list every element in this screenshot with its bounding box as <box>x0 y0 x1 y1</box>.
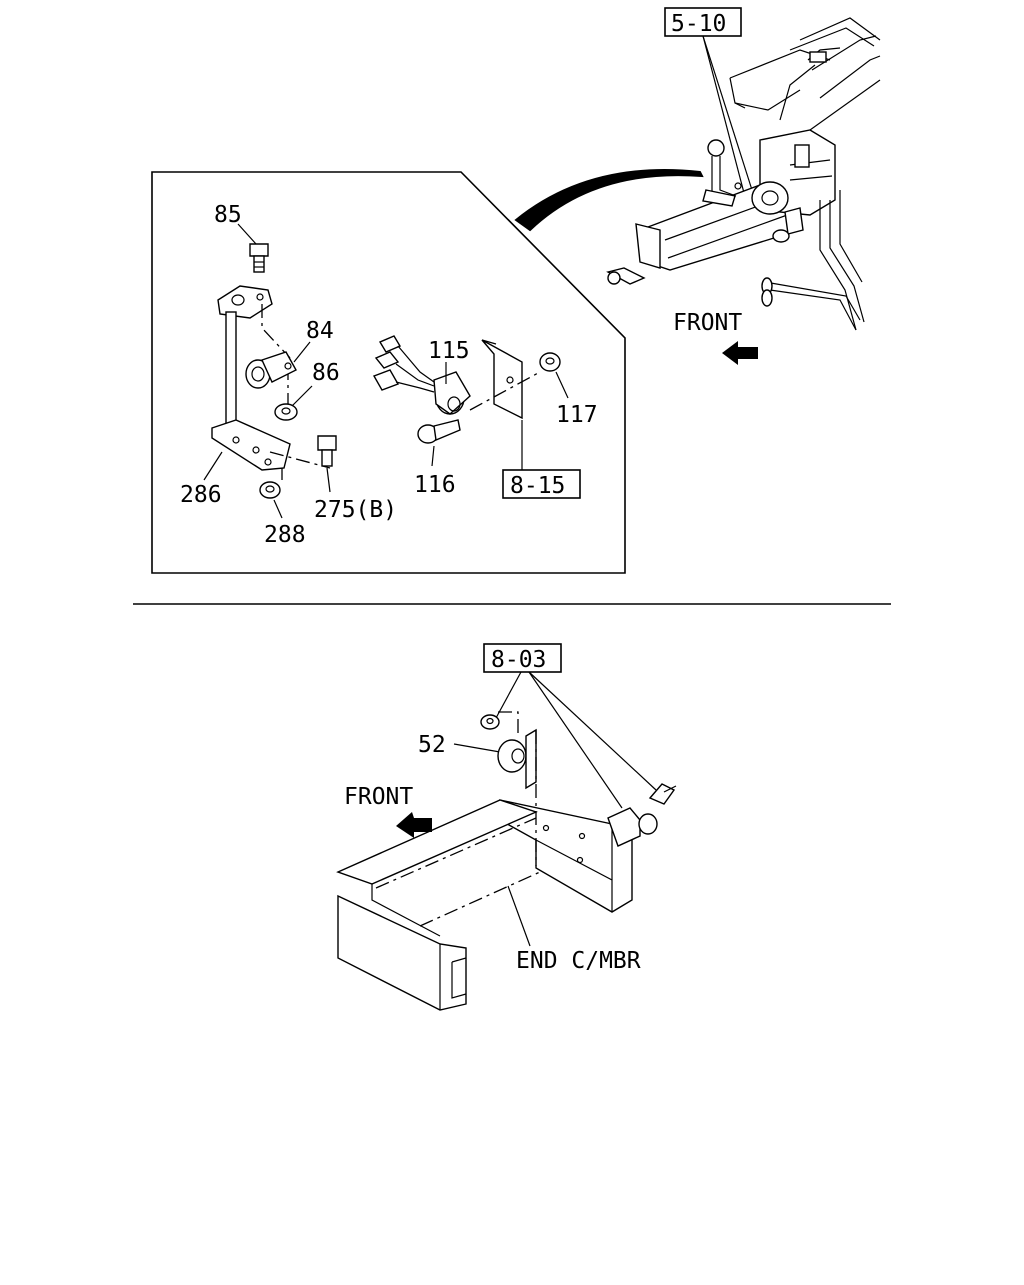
top-front-label: FRONT <box>673 310 742 336</box>
part-label-86[interactable]: 86 <box>312 360 340 386</box>
bottom-front-label: FRONT <box>344 784 413 810</box>
part-label-117[interactable]: 117 <box>556 402 598 428</box>
part-label-116[interactable]: 116 <box>414 472 456 498</box>
detail-inset: 85 84 86 275(B) <box>151 171 626 574</box>
bottom-front-arrow-icon <box>396 812 432 838</box>
ref-label-8-15: 8-15 <box>510 473 565 499</box>
end-cross-member-label[interactable]: END C/MBR <box>516 948 641 974</box>
part-label-115[interactable]: 115 <box>428 338 470 364</box>
ref-box-8-15[interactable] <box>502 469 581 499</box>
part-label-84[interactable]: 84 <box>306 318 334 344</box>
ref-box-8-03[interactable] <box>483 643 562 673</box>
part-label-275b[interactable]: 275(B) <box>314 497 397 523</box>
ref-label-8-03: 8-03 <box>491 647 546 673</box>
ref-label-5-10: 5-10 <box>671 11 726 37</box>
top-front-arrow-icon <box>722 341 758 365</box>
part-label-288[interactable]: 288 <box>264 522 306 548</box>
top-assembly-illustration: 5-10 <box>514 7 881 365</box>
part-label-52[interactable]: 52 <box>418 732 446 758</box>
part-label-85[interactable]: 85 <box>214 202 242 228</box>
part-label-286[interactable]: 286 <box>180 482 222 508</box>
bottom-assembly-illustration: 8-03 52 <box>336 643 677 1011</box>
